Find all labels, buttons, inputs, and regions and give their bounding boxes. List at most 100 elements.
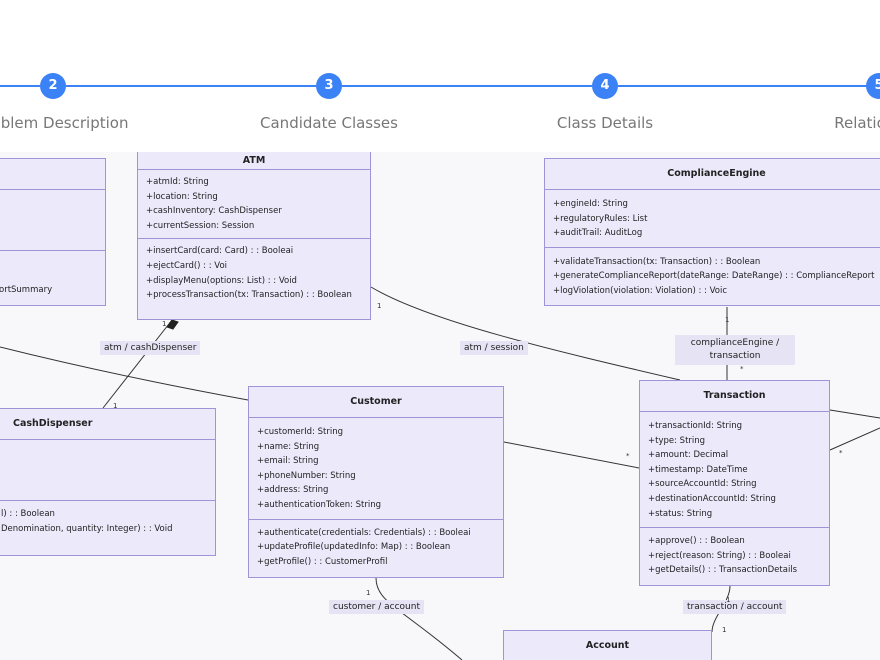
step-connector bbox=[66, 85, 316, 87]
relation-label-compliance-transaction[interactable]: complianceEngine / transaction bbox=[675, 335, 795, 365]
step-3-circle[interactable]: 3 bbox=[316, 73, 342, 99]
method-row: +validateTransaction(tx: Transaction) : … bbox=[553, 256, 761, 267]
method-row: +ejectCard() : : Voi bbox=[146, 260, 228, 271]
relation-label-transaction-account[interactable]: transaction / account bbox=[683, 600, 787, 614]
edge-transaction-right bbox=[829, 409, 880, 419]
class-title-transaction: Transaction bbox=[640, 381, 829, 412]
attribute-row: +sourceAccountId: String bbox=[648, 479, 757, 490]
relation-label-customer-account[interactable]: customer / account bbox=[329, 600, 424, 614]
class-transaction[interactable]: Transaction +transactionId: String +type… bbox=[639, 380, 830, 586]
class-customer[interactable]: Customer +customerId: String +name: Stri… bbox=[248, 386, 504, 578]
attribute-row: +authenticationToken: String bbox=[257, 499, 382, 510]
class-attributes bbox=[0, 190, 105, 251]
class-attributes-atm: +atmId: String +location: String +cashIn… bbox=[138, 170, 370, 240]
step-connector bbox=[0, 85, 40, 87]
class-methods-atm: +insertCard(card: Card) : : Booleai +eje… bbox=[138, 239, 370, 308]
attribute-row: +type: String bbox=[648, 435, 706, 446]
class-title-account: Account bbox=[504, 631, 711, 660]
method-row: +generateComplianceReport(dateRange: Dat… bbox=[553, 271, 875, 282]
class-title-atm: ATM bbox=[138, 152, 370, 170]
class-title bbox=[0, 159, 105, 190]
composition-diamond bbox=[166, 319, 179, 330]
method-row: +getProfile() : : CustomerProfil bbox=[257, 556, 388, 567]
step-2-circle[interactable]: 2 bbox=[40, 73, 66, 99]
attribute-row: +phoneNumber: String bbox=[257, 470, 356, 481]
method-row: +updateProfile(updatedInfo: Map) : : Boo… bbox=[257, 542, 451, 553]
top-bar bbox=[0, 0, 880, 53]
attribute-row: +customerId: String bbox=[257, 427, 343, 437]
attribute-row: +currentSession: Session bbox=[146, 220, 255, 231]
edge-customer-transaction bbox=[503, 441, 640, 469]
method-row: +displayMenu(options: List) : : Void bbox=[146, 275, 297, 286]
class-partial-left[interactable]: ortSummary bbox=[0, 158, 106, 306]
attribute-row: +name: String bbox=[257, 441, 320, 452]
class-attributes-customer: +customerId: String +name: String +email… bbox=[249, 418, 503, 520]
multiplicity-compliance: 1 bbox=[725, 316, 730, 324]
relation-label-atm-session[interactable]: atm / session bbox=[460, 341, 528, 355]
attribute-row: +auditTrail: AuditLog bbox=[553, 228, 643, 239]
relation-label-atm-cashdispenser[interactable]: atm / cashDispenser bbox=[100, 341, 201, 355]
edge-atm-transaction bbox=[370, 286, 681, 381]
class-attributes-compliance: +engineId: String +regulatoryRules: List… bbox=[545, 190, 880, 248]
class-attributes-transaction: +transactionId: String +type: String +am… bbox=[640, 412, 829, 529]
step-2-label[interactable]: oblem Description bbox=[0, 114, 129, 132]
attribute-row: +engineId: String bbox=[553, 199, 628, 209]
multiplicity-transaction: 1 bbox=[726, 596, 731, 604]
step-connector bbox=[618, 85, 868, 87]
edge-left-customer bbox=[0, 346, 249, 401]
multiplicity-transaction-right: * bbox=[839, 449, 843, 457]
attribute-row: +timestamp: DateTime bbox=[648, 464, 748, 475]
multiplicity-atm: 1 bbox=[162, 320, 167, 328]
method-row: +insertCard(card: Card) : : Booleai bbox=[146, 246, 294, 257]
multiplicity-cashdispenser: 1 bbox=[113, 402, 118, 410]
edge-atm-cashdispenser bbox=[102, 319, 173, 409]
attribute-row: +amount: Decimal bbox=[648, 450, 729, 461]
stepper: 2 3 4 5 oblem Description Candidate Clas… bbox=[0, 52, 880, 152]
diagram-canvas[interactable]: ortSummary ATM +atmId: String +location:… bbox=[0, 152, 880, 660]
attribute-row: +address: String bbox=[257, 485, 329, 496]
class-methods-customer: +authenticate(credentials: Credentials) … bbox=[249, 520, 503, 576]
class-methods-cashdispenser: l) : : Boolean Denomination, quantity: I… bbox=[0, 501, 215, 542]
attribute-row: +atmId: String bbox=[146, 177, 209, 187]
relation-label-line: complianceEngine / bbox=[690, 338, 780, 348]
method-row: +approve() : : Boolean bbox=[648, 536, 745, 547]
edge-transaction-right-2 bbox=[829, 427, 880, 451]
multiplicity-customer-transaction: * bbox=[626, 452, 630, 460]
multiplicity-account: 1 bbox=[722, 626, 727, 634]
step-4-circle[interactable]: 4 bbox=[592, 73, 618, 99]
step-4-label[interactable]: Class Details bbox=[556, 114, 654, 132]
method-row: ortSummary bbox=[0, 285, 53, 295]
method-row: +logViolation(violation: Violation) : : … bbox=[553, 285, 728, 296]
class-title-cashdispenser: CashDispenser bbox=[0, 409, 215, 440]
relation-label-line: transaction bbox=[709, 351, 761, 361]
class-methods-transaction: +approve() : : Boolean +reject(reason: S… bbox=[640, 528, 829, 584]
attribute-row: +regulatoryRules: List bbox=[553, 213, 648, 224]
multiplicity-transaction-many: * bbox=[740, 365, 744, 373]
attribute-row: +cashInventory: CashDispenser bbox=[146, 206, 282, 217]
class-methods-compliance: +validateTransaction(tx: Transaction) : … bbox=[545, 248, 880, 305]
method-row: +authenticate(credentials: Credentials) … bbox=[257, 527, 471, 538]
method-row: +getDetails() : : TransactionDetails bbox=[648, 565, 798, 576]
edge-customer-account bbox=[375, 577, 463, 660]
method-row: +processTransaction(tx: Transaction) : :… bbox=[146, 290, 352, 301]
step-connector bbox=[342, 85, 592, 87]
class-cash-dispenser[interactable]: CashDispenser l) : : Boolean Denominatio… bbox=[0, 408, 216, 556]
class-methods: ortSummary bbox=[0, 251, 105, 304]
class-atm[interactable]: ATM +atmId: String +location: String +ca… bbox=[137, 152, 371, 320]
attribute-row: +transactionId: String bbox=[648, 421, 742, 431]
multiplicity-atm-session: 1 bbox=[377, 302, 382, 310]
attribute-row: +status: String bbox=[648, 508, 713, 519]
multiplicity-customer: 1 bbox=[366, 589, 371, 597]
step-5-circle[interactable]: 5 bbox=[866, 73, 880, 99]
class-compliance-engine[interactable]: ComplianceEngine +engineId: String +regu… bbox=[544, 158, 880, 306]
class-title-customer: Customer bbox=[249, 387, 503, 418]
attribute-row: +destinationAccountId: String bbox=[648, 493, 776, 504]
method-row: +reject(reason: String) : : Booleai bbox=[648, 550, 791, 561]
attribute-row: +email: String bbox=[257, 456, 319, 467]
step-3-label[interactable]: Candidate Classes bbox=[260, 114, 398, 132]
class-attributes-cashdispenser bbox=[0, 440, 215, 501]
class-title-compliance: ComplianceEngine bbox=[545, 159, 880, 190]
method-row: Denomination, quantity: Integer) : : Voi… bbox=[1, 523, 173, 534]
class-account[interactable]: Account bbox=[503, 630, 712, 660]
